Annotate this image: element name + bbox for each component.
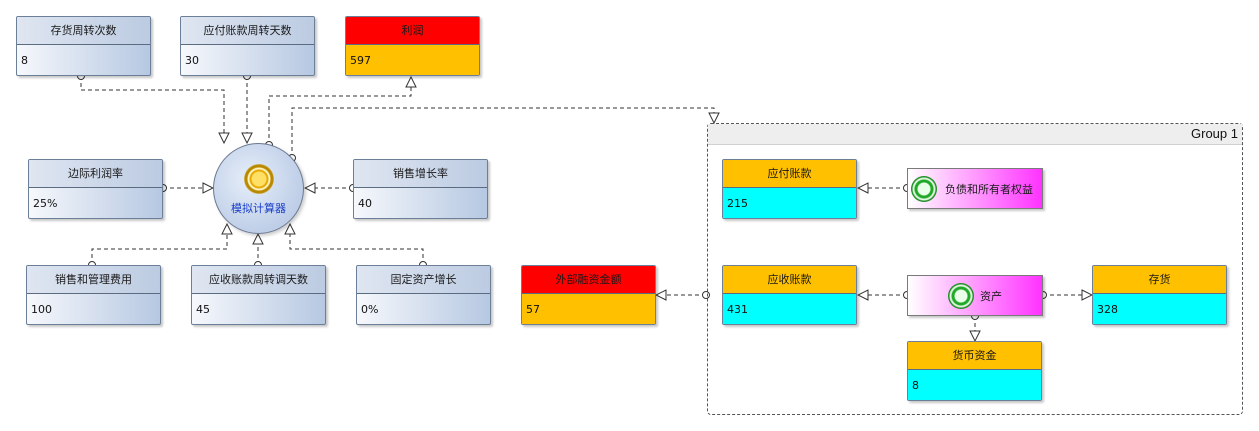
node-value: 431	[723, 294, 856, 324]
connector-profit	[268, 77, 411, 145]
node-inventory-turnover[interactable]: 存货周转次数 8	[16, 16, 151, 76]
node-sga[interactable]: 销售和管理费用 100	[26, 265, 161, 325]
group-1[interactable]: Group 1	[707, 123, 1243, 415]
node-value: 40	[358, 197, 372, 210]
green-circle-icon	[948, 283, 974, 309]
node-value: 597	[346, 45, 479, 75]
connector-inventory-turnover	[80, 76, 224, 143]
node-title: 存货	[1093, 266, 1226, 294]
node-value: 57	[522, 294, 655, 324]
simulation-calculator[interactable]: 模拟计算器	[213, 143, 304, 234]
node-receivables-days[interactable]: 应收账款周转调天数 45	[191, 265, 326, 325]
node-value: 30	[185, 54, 199, 67]
node-accounts-receivable[interactable]: 应收账款 431	[722, 265, 857, 325]
node-inventory[interactable]: 存货 328	[1092, 265, 1227, 325]
liabilities-equity-label: 负债和所有者权益	[945, 183, 1033, 196]
node-title: 存货周转次数	[17, 17, 150, 45]
node-value: 8	[21, 54, 28, 67]
node-title: 利润	[346, 17, 479, 45]
group-header	[708, 124, 1242, 145]
node-value: 25%	[33, 197, 58, 210]
assets-box[interactable]: 资产	[907, 275, 1043, 316]
node-value: 328	[1093, 294, 1226, 324]
green-circle-icon	[911, 176, 937, 202]
node-title: 应收账款	[723, 266, 856, 294]
node-external-financing[interactable]: 外部融资金额 57	[521, 265, 656, 325]
node-title: 销售增长率	[354, 160, 487, 188]
node-sales-growth[interactable]: 销售增长率 40	[353, 159, 488, 219]
node-title: 应付账款周转天数	[181, 17, 314, 45]
node-title: 应付账款	[723, 160, 856, 188]
node-fixed-asset-growth[interactable]: 固定资产增长 0%	[356, 265, 491, 325]
group-title: Group 1	[1191, 126, 1238, 141]
connector-fixed-asset-growth	[290, 224, 424, 265]
node-value: 8	[908, 370, 1041, 400]
connector-group	[291, 107, 714, 158]
target-icon	[244, 164, 274, 194]
node-value: 215	[723, 188, 856, 218]
node-accounts-payable[interactable]: 应付账款 215	[722, 159, 857, 219]
node-value: 45	[196, 303, 210, 316]
node-profit[interactable]: 利润 597	[345, 16, 480, 76]
node-cash[interactable]: 货币资金 8	[907, 341, 1042, 401]
node-title: 固定资产增长	[357, 266, 490, 294]
connector-sga	[91, 224, 227, 265]
node-margin[interactable]: 边际利润率 25%	[28, 159, 163, 219]
node-value: 100	[31, 303, 52, 316]
node-payables-days[interactable]: 应付账款周转天数 30	[180, 16, 315, 76]
node-title: 外部融资金额	[522, 266, 655, 294]
node-title: 销售和管理费用	[27, 266, 160, 294]
node-title: 应收账款周转调天数	[192, 266, 325, 294]
node-title: 货币资金	[908, 342, 1041, 370]
node-title: 边际利润率	[29, 160, 162, 188]
liabilities-equity-box[interactable]: 负债和所有者权益	[907, 168, 1043, 209]
assets-label: 资产	[980, 290, 1002, 303]
node-value: 0%	[361, 303, 379, 316]
calculator-label: 模拟计算器	[231, 202, 286, 215]
